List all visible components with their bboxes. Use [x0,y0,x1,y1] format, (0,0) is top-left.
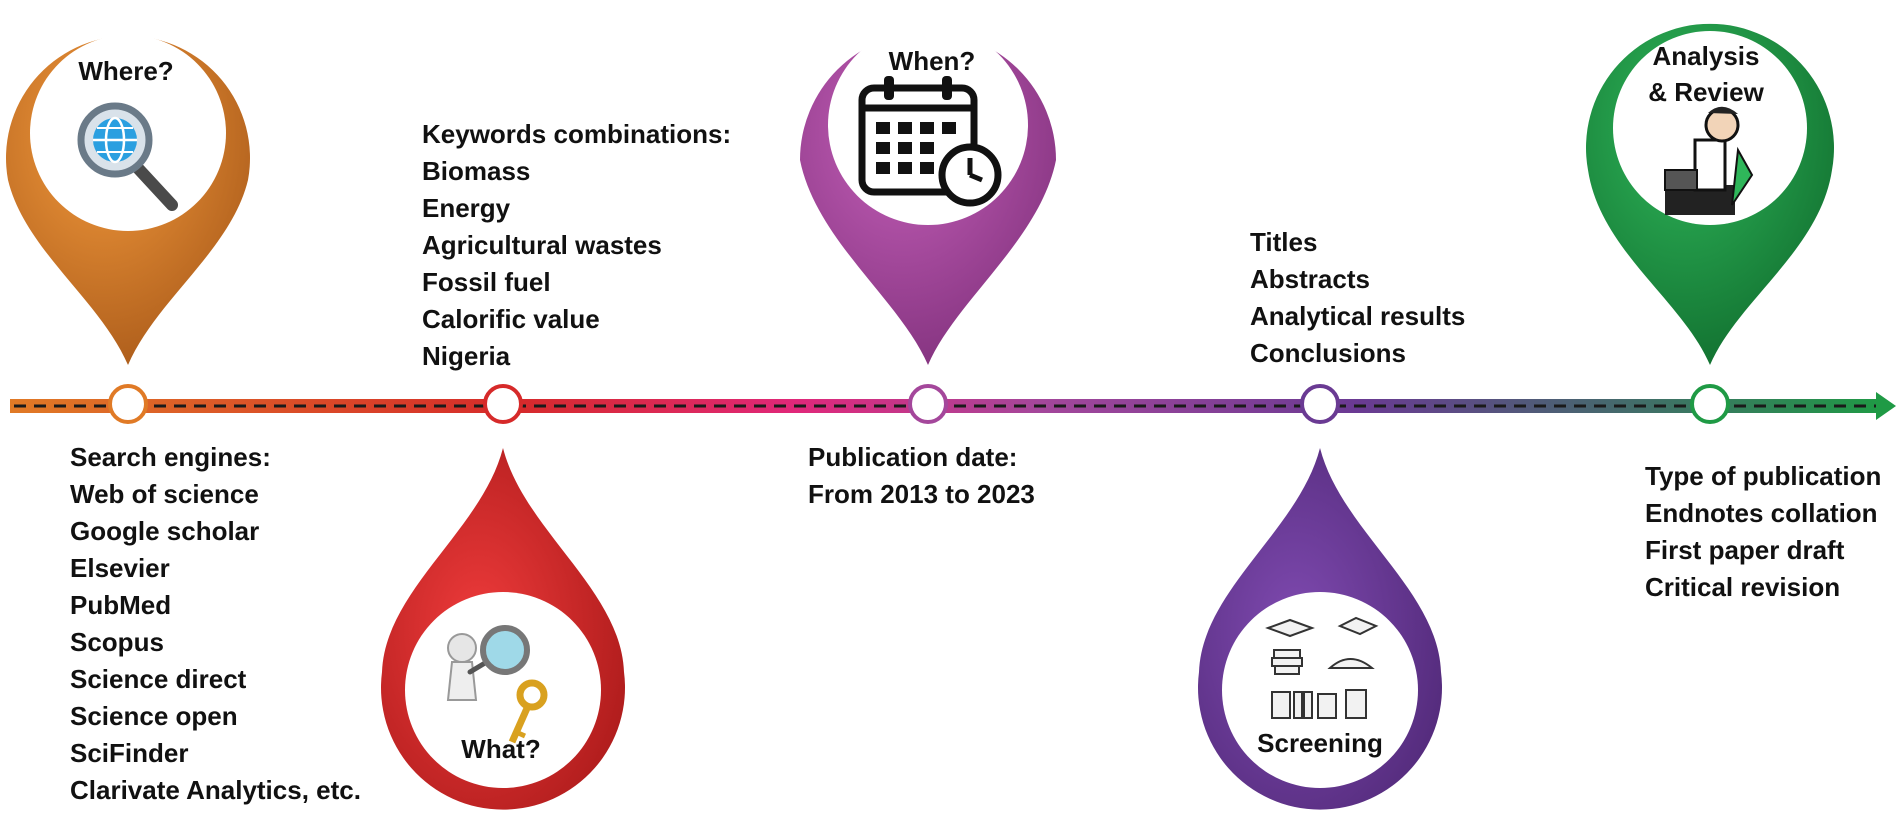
search-engines-heading: Search engines: [70,442,271,472]
calendar-clock-icon [858,76,1002,207]
pin-where: Where? [5,35,251,366]
list-item: Abstracts [1250,264,1370,294]
pin-what-label: What? [461,734,540,764]
publication-date-heading: Publication date: [808,442,1017,472]
pin-where-label: Where? [78,56,173,86]
list-item: Science open [70,701,238,731]
publication-date-range: From 2013 to 2023 [808,479,1035,509]
search-engines-list: Search engines: Web of science Google sc… [70,442,361,805]
pin-screening-label: Screening [1257,728,1383,758]
list-item: Elsevier [70,553,170,583]
list-item: Type of publication [1645,461,1881,491]
reviewer-at-desk-icon [1664,106,1754,215]
list-item: Scopus [70,627,164,657]
list-item: First paper draft [1645,535,1845,565]
keywords-list: Keywords combinations: Biomass Energy Ag… [422,119,731,371]
list-item: Nigeria [422,341,511,371]
milestone-where [108,384,148,424]
list-item: Titles [1250,227,1317,257]
list-item: Critical revision [1645,572,1840,602]
pin-when-label: When? [889,46,976,76]
pin-when: When? [800,25,1056,365]
list-item: Calorific value [422,304,600,334]
list-item: Google scholar [70,516,259,546]
review-items-list: Type of publication Endnotes collation F… [1645,461,1881,602]
publication-date-block: Publication date: From 2013 to 2023 [808,442,1035,509]
milestone-review [1690,384,1730,424]
list-item: Analytical results [1250,301,1465,331]
screening-items-list: Titles Abstracts Analytical results Conc… [1250,227,1465,368]
milestone-when [908,384,948,424]
list-item: Endnotes collation [1645,498,1878,528]
pin-review-label-line1: Analysis [1653,41,1760,71]
list-item: Conclusions [1250,338,1406,368]
list-item: Fossil fuel [422,267,551,297]
list-item: Biomass [422,156,530,186]
list-item: Agricultural wastes [422,230,662,260]
figure-magnifier-key-icon [446,625,548,744]
pin-screening: Screening [1198,448,1442,810]
list-item: Energy [422,193,511,223]
milestone-screening [1300,384,1340,424]
milestone-what [483,384,523,424]
timeline-axis [10,392,1896,420]
keywords-heading: Keywords combinations: [422,119,731,149]
list-item: SciFinder [70,738,188,768]
list-item: PubMed [70,590,171,620]
pin-review: Analysis & Review [1586,23,1834,365]
globe-magnifier-icon [77,102,178,211]
pin-review-label-line2: & Review [1648,77,1764,107]
pin-what: What? [380,448,626,810]
list-item: Clarivate Analytics, etc. [70,775,361,805]
arrow-head-icon [1876,392,1896,420]
books-icon [1265,616,1379,719]
list-item: Science direct [70,664,247,694]
list-item: Web of science [70,479,259,509]
